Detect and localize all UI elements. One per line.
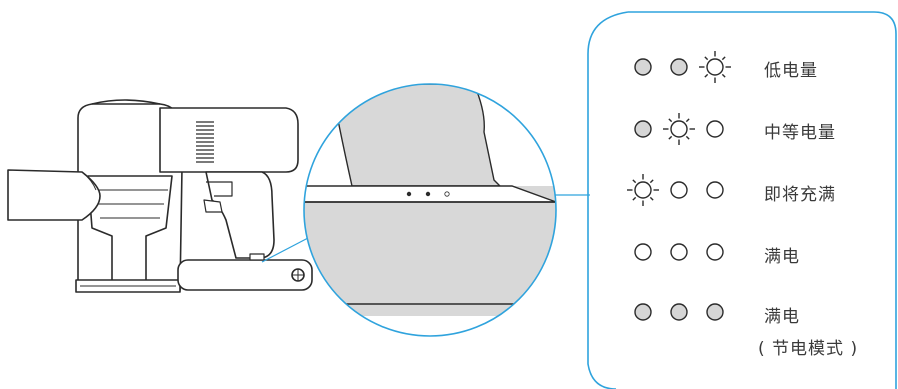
magnifier-zoom-circle: [303, 83, 557, 337]
blinking-led-icon: [627, 174, 659, 206]
legend-label-full: 满电: [764, 247, 800, 267]
legend-label-almost-full: 即将充满: [764, 185, 836, 205]
legend-label-medium-battery: 中等电量: [764, 123, 836, 143]
legend-sublabel-eco-mode: ( 节电模式 ): [758, 339, 859, 359]
led-indicator-icon: [670, 243, 688, 261]
legend-panel: [587, 11, 897, 389]
led-indicator-icon: [634, 58, 652, 76]
zoom-led-1: [406, 191, 412, 197]
blinking-led-icon: [699, 51, 731, 83]
zoom-pointer-line: [261, 237, 309, 263]
led-indicator-icon: [670, 181, 688, 199]
zoom-led-3: [444, 191, 450, 197]
led-indicator-icon: [706, 120, 724, 138]
zoom-led-2: [425, 191, 431, 197]
legend-label-low-battery: 低电量: [764, 61, 818, 81]
led-indicator-icon: [670, 58, 688, 76]
vacuum-illustration: [7, 99, 313, 293]
led-indicator-icon: [670, 303, 688, 321]
led-indicator-icon: [706, 243, 724, 261]
blinking-led-icon: [663, 113, 695, 145]
led-indicator-icon: [634, 303, 652, 321]
legend-label-full-eco: 满电: [764, 307, 800, 327]
led-indicator-icon: [706, 181, 724, 199]
led-indicator-icon: [634, 243, 652, 261]
legend-led-rows: [627, 51, 731, 321]
led-indicator-icon: [706, 303, 724, 321]
led-indicator-icon: [634, 120, 652, 138]
